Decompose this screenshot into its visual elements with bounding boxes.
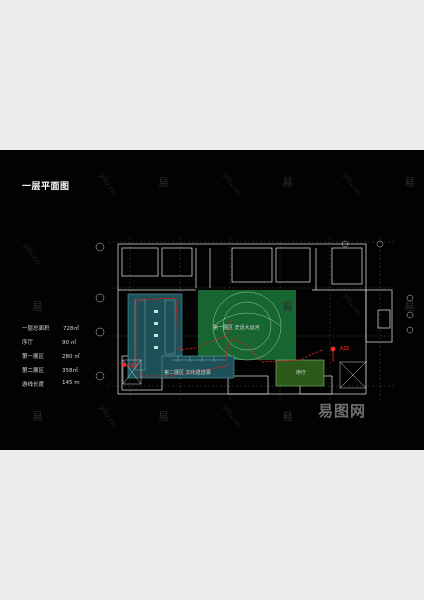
entrance-label-right: 入口	[339, 346, 350, 352]
visitor-route	[135, 297, 323, 377]
stat-row-foyer: 序厅 90 ㎡	[22, 338, 102, 352]
stat-row-total: 一层总面积 728㎡	[22, 324, 102, 338]
stat-label: 游线长度	[22, 382, 45, 388]
zone2-fill	[127, 293, 235, 379]
zone2-label: 第二展区 文化遗迹源	[164, 370, 211, 376]
entrance-marker-right	[330, 346, 336, 352]
stat-value: 358㎡	[62, 368, 78, 374]
stat-label: 第二展区	[22, 368, 45, 374]
entrance-marker-left	[122, 363, 126, 367]
stair-cores	[122, 359, 367, 389]
stat-row-route-length: 游线长度 145 m	[22, 380, 102, 394]
stat-label: 一层总面积	[22, 326, 50, 332]
zone1-circles	[212, 291, 282, 361]
page-title: 一层平面图	[22, 182, 70, 192]
stat-row-zone2: 第二展区 358㎡	[22, 366, 102, 380]
foyer-label: 序厅	[296, 370, 307, 376]
stat-label: 第一展区	[22, 354, 45, 360]
watermark-logo: 易图网	[318, 402, 367, 420]
entrance-label-left: 入口	[127, 363, 138, 369]
stat-value: 280 ㎡	[62, 354, 80, 360]
area-stats-list: 一层总面积 728㎡ 序厅 90 ㎡ 第一展区 280 ㎡ 第二展区 358㎡ …	[22, 324, 102, 394]
stat-row-zone1: 第一展区 280 ㎡	[22, 352, 102, 366]
stat-label: 序厅	[22, 340, 34, 346]
floor-plan	[95, 238, 414, 400]
zone1-label: 第一展区 史话大运河	[213, 325, 260, 331]
drawing-sheet: 一层平面图 一层总面积 728㎡ 序厅 90 ㎡ 第一展区 280 ㎡ 第二展区…	[0, 150, 424, 450]
stat-value: 728㎡	[63, 326, 79, 332]
stat-value: 145 m	[62, 380, 80, 386]
stat-value: 90 ㎡	[62, 340, 77, 346]
